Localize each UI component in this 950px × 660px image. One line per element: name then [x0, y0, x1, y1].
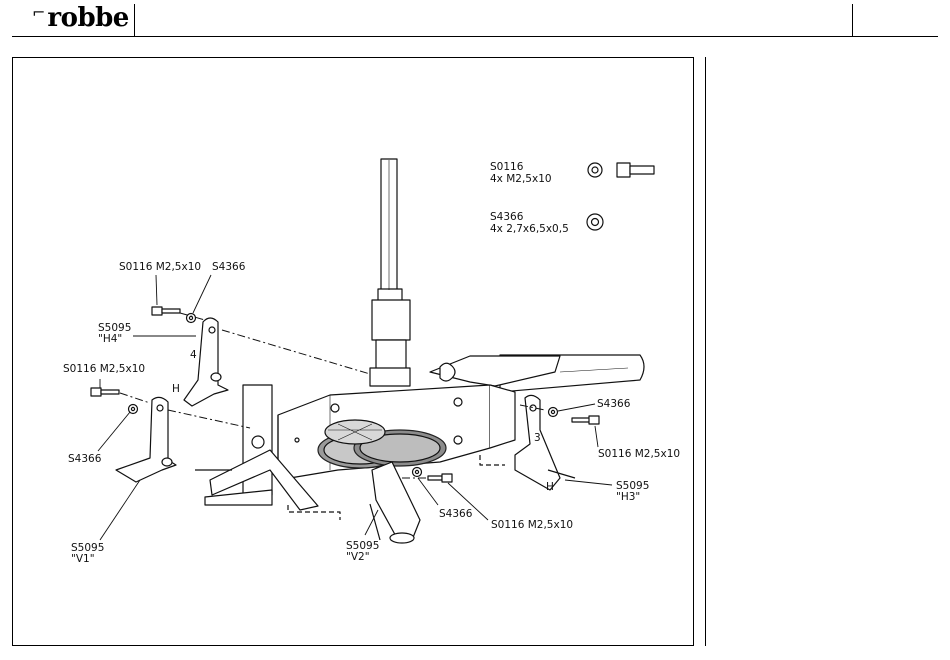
part-h4	[184, 318, 228, 406]
legend-qty-2: 4x 2,7x6,5x0,5	[490, 223, 569, 235]
callout-h3-washer: S4366	[597, 398, 630, 410]
callout-h4-screw: S0116 M2,5x10	[119, 261, 201, 273]
callout-h3-tag: "H3"	[616, 491, 640, 503]
callout-v2-tag: "V2"	[346, 551, 370, 563]
callout-v1-washer: S4366	[68, 453, 101, 465]
screw-h4	[152, 307, 196, 323]
part-v1	[116, 397, 176, 482]
h3-letter-mark: H	[546, 481, 554, 493]
callout-h3-screw: S0116 M2,5x10	[598, 448, 680, 460]
legend-washer-icon	[588, 163, 602, 177]
callout-v2-screw: S0116 M2,5x10	[491, 519, 573, 531]
callout-h4-tag: "H4"	[98, 333, 122, 345]
h4-number-mark: 4	[190, 349, 197, 361]
screw-h3	[549, 408, 600, 425]
legend-screw-icon	[617, 163, 654, 177]
callout-v1-tag: "V1"	[71, 553, 95, 565]
legend-qty-1: 4x M2,5x10	[490, 173, 552, 185]
legend-part-1: S0116	[490, 161, 523, 173]
callout-v1-screw: S0116 M2,5x10	[63, 363, 145, 375]
callout-h4-washer: S4366	[212, 261, 245, 273]
main-shaft	[370, 159, 410, 386]
h3-number-mark: 3	[534, 432, 541, 444]
callout-v2-washer: S4366	[439, 508, 472, 520]
legend-part-2: S4366	[490, 211, 523, 223]
screw-v2	[413, 468, 453, 483]
h4-letter-mark: H	[172, 383, 180, 395]
legend-washer-icon-2	[587, 214, 603, 230]
screw-v1	[91, 388, 138, 414]
